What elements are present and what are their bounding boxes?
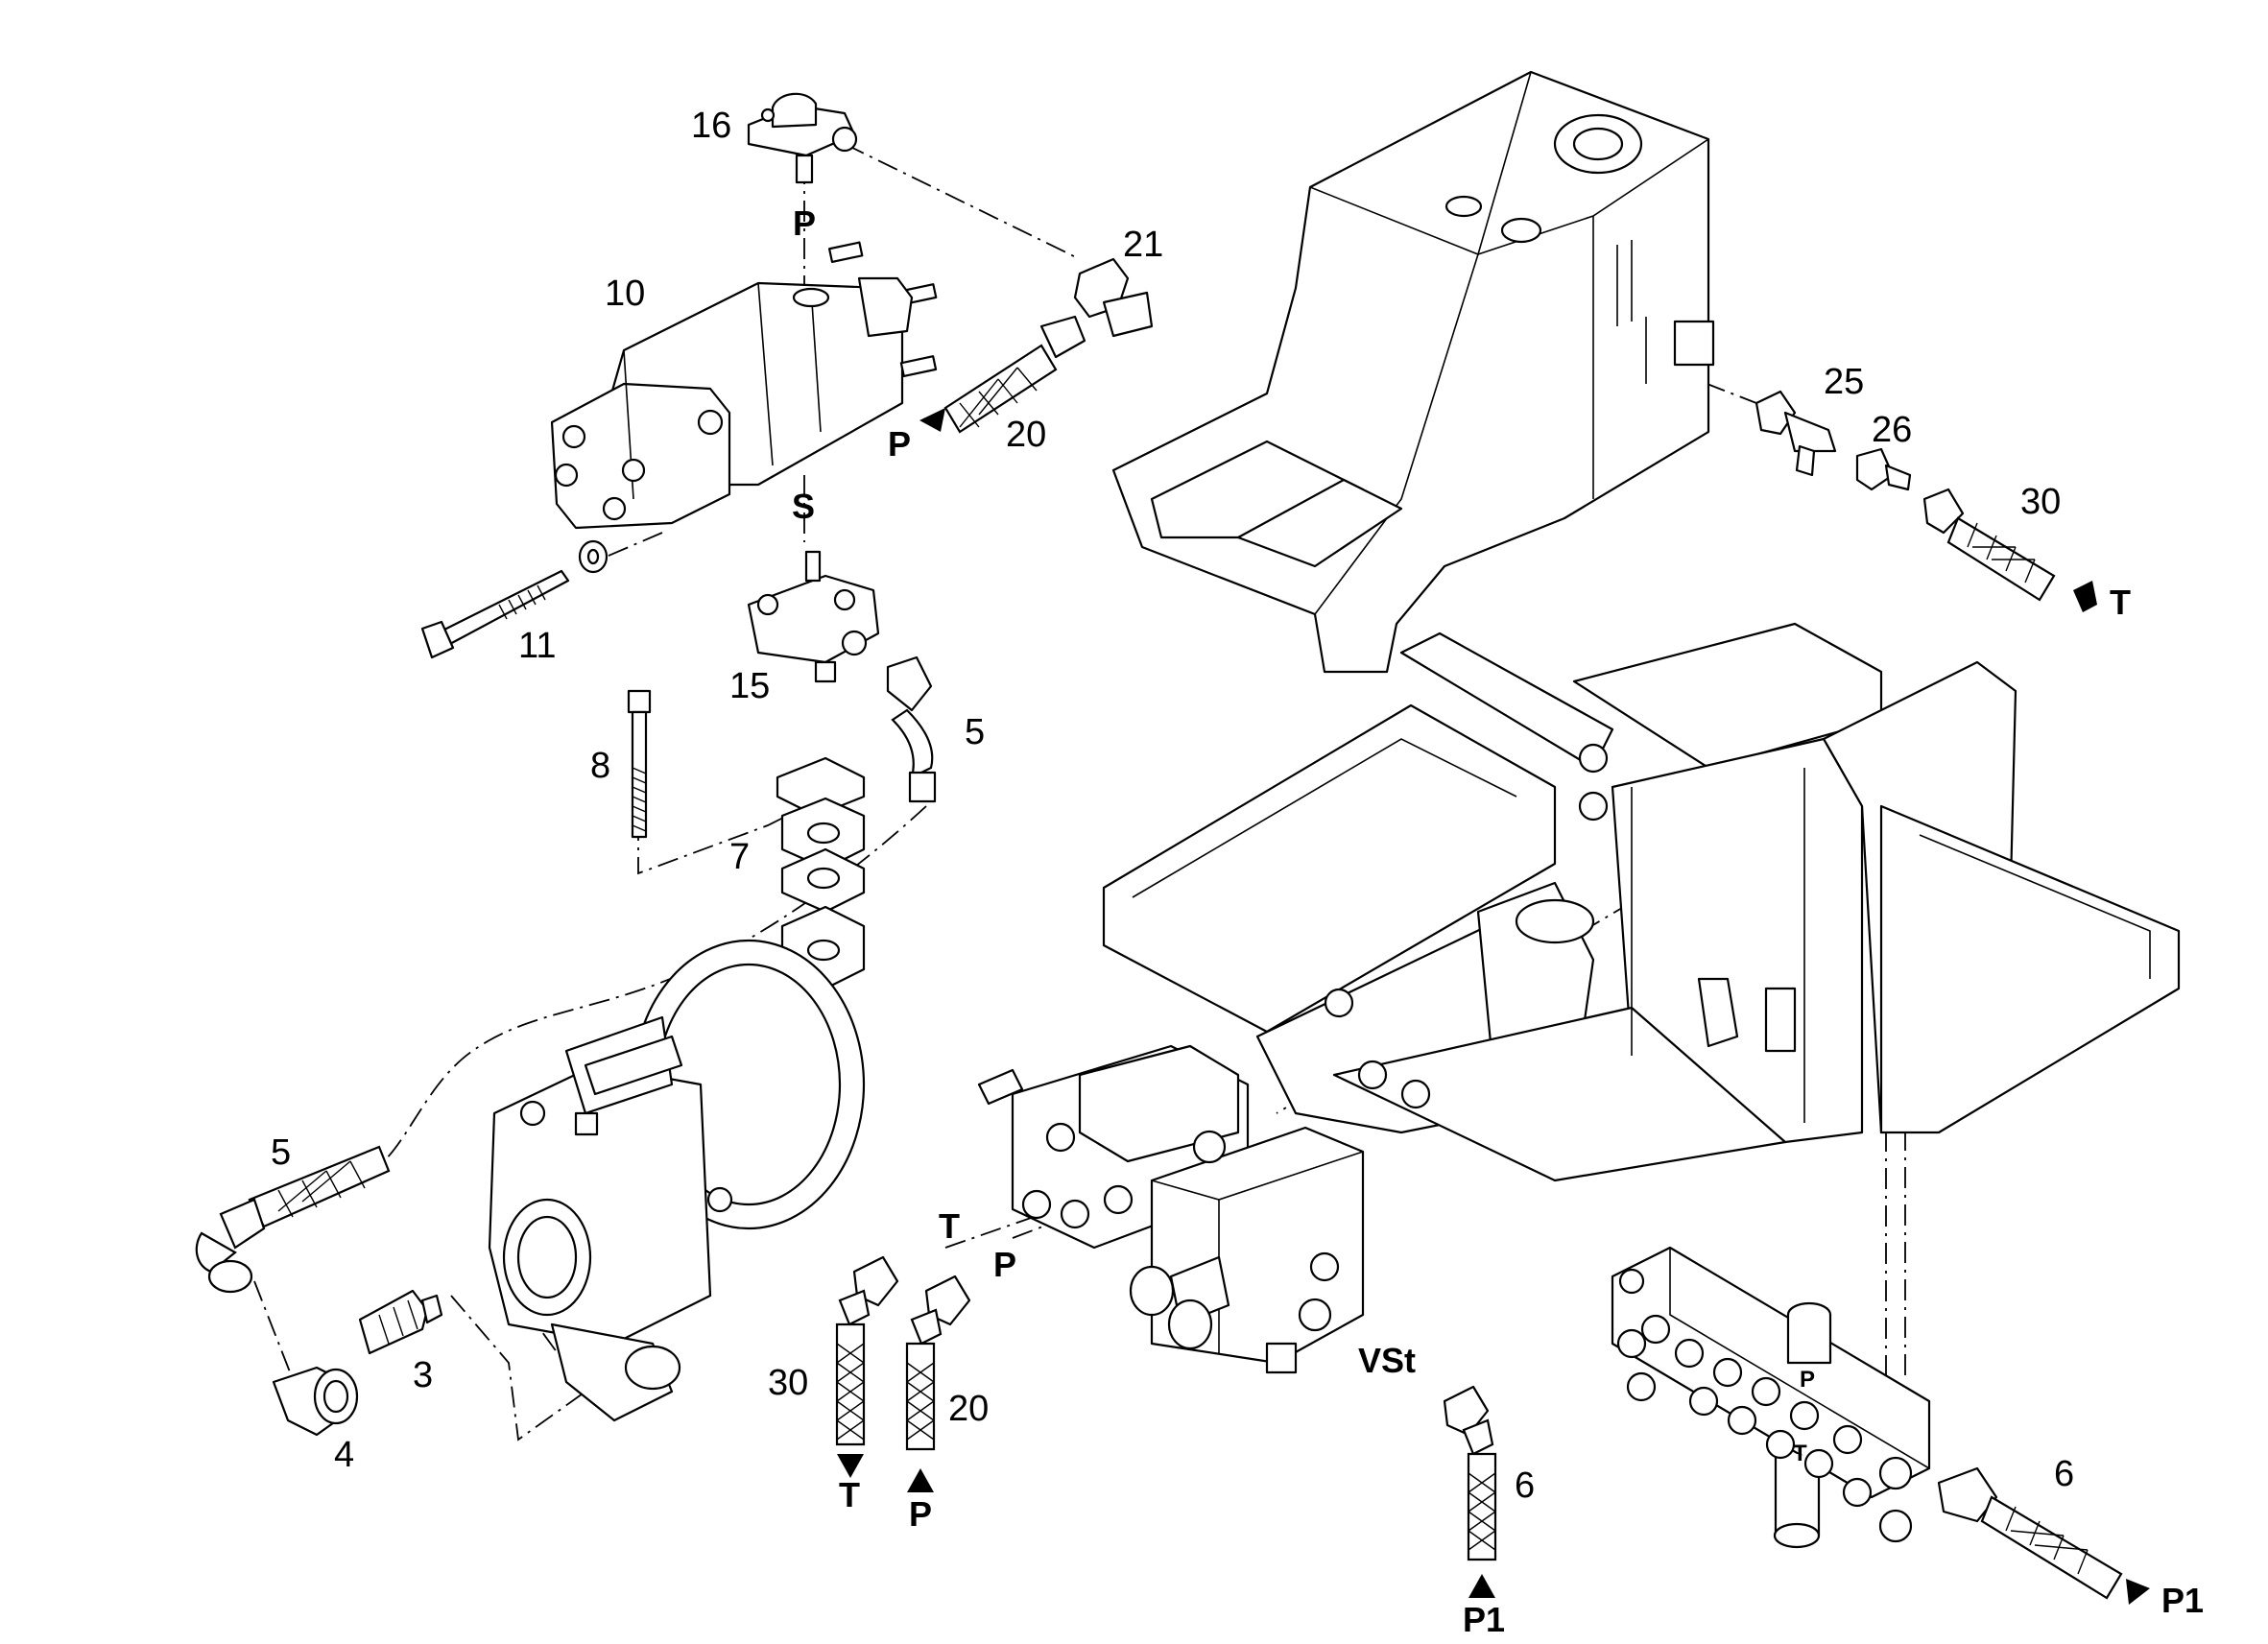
port-t-hose30: T — [2110, 583, 2131, 622]
callout-30-bottom: 30 — [768, 1363, 808, 1403]
port-p1-right: P1 — [2161, 1581, 2204, 1620]
port-p-manifold: P — [1800, 1367, 1815, 1393]
arrow-p1-bottom — [1468, 1574, 1495, 1598]
part-5-hose-upper[interactable] — [886, 655, 937, 803]
port-p-bottom: P — [909, 1494, 932, 1534]
part-3-adapter[interactable] — [358, 1289, 443, 1355]
callout-4: 4 — [334, 1435, 354, 1475]
callout-16: 16 — [691, 106, 731, 146]
port-labels: P S P T T P VSt T P P1 P T P1 — [792, 203, 2204, 1639]
arrow-t-hose30 — [2073, 581, 2097, 612]
port-p-pump: P — [793, 203, 816, 243]
callout-6-center: 6 — [1515, 1465, 1535, 1506]
port-p1-bottom: P1 — [1463, 1600, 1505, 1639]
port-p-valve: P — [993, 1245, 1016, 1284]
part-16-clamp-block[interactable] — [747, 92, 858, 184]
part-5-hose-lower[interactable] — [195, 1145, 391, 1294]
part-30-hose-bottom[interactable] — [835, 1255, 899, 1446]
part-10-gear-pump[interactable] — [550, 241, 938, 530]
arrow-p-bottom — [907, 1468, 934, 1492]
part-26-adapter[interactable] — [1855, 447, 1912, 491]
port-t-manifold: T — [1793, 1441, 1807, 1466]
callout-3: 3 — [413, 1355, 433, 1395]
port-s-pump: S — [792, 487, 815, 526]
callout-20-bottom: 20 — [948, 1389, 989, 1429]
travel-pump-assembly — [488, 939, 866, 1422]
part-6-hose-right[interactable] — [1937, 1466, 2123, 1600]
callout-21: 21 — [1123, 225, 1163, 265]
callout-20-top: 20 — [1006, 415, 1046, 455]
callout-6-right: 6 — [2054, 1454, 2074, 1494]
hydraulic-tank — [1111, 70, 1715, 674]
part-25-tee-fitting[interactable] — [1755, 390, 1837, 477]
machine-chassis — [1102, 622, 2181, 1182]
port-t-bottom: T — [839, 1475, 860, 1514]
callout-8: 8 — [590, 746, 610, 786]
arrow-p1-right — [2126, 1579, 2150, 1605]
part-8-bolt[interactable] — [627, 689, 652, 839]
part-11-bolt[interactable] — [420, 569, 570, 659]
port-vst: VSt — [1358, 1341, 1416, 1380]
callout-5-lower: 5 — [271, 1132, 291, 1173]
callout-30-right: 30 — [2020, 482, 2061, 522]
callout-labels: 16 21 10 20 11 15 5 8 7 5 3 4 30 20 6 6 … — [271, 106, 2074, 1506]
callout-25: 25 — [1824, 362, 1864, 402]
callout-15: 15 — [729, 666, 770, 706]
arrow-p-hose20 — [919, 408, 945, 432]
part-20-hose-top[interactable] — [943, 315, 1086, 434]
part-15-adapter-block[interactable] — [747, 550, 880, 683]
part-21-elbow-fitting[interactable] — [1073, 257, 1154, 338]
washer[interactable] — [578, 539, 609, 574]
distribution-manifold — [1611, 1246, 1931, 1549]
part-20-hose-bottom[interactable] — [905, 1275, 971, 1451]
port-p-hose20: P — [888, 424, 911, 464]
callout-5-upper: 5 — [965, 712, 985, 752]
control-valve-block — [977, 1044, 1365, 1374]
part-4-elbow[interactable] — [272, 1366, 359, 1437]
callout-26: 26 — [1872, 410, 1912, 450]
callout-10: 10 — [605, 274, 645, 314]
part-30-hose-right[interactable] — [1922, 488, 2056, 602]
callout-11: 11 — [518, 626, 556, 666]
callout-7: 7 — [729, 837, 750, 877]
port-t-valve: T — [939, 1206, 960, 1246]
part-6-hose-center[interactable] — [1443, 1385, 1497, 1561]
arrow-t-bottom — [837, 1454, 864, 1478]
flow-arrows — [837, 408, 2150, 1605]
